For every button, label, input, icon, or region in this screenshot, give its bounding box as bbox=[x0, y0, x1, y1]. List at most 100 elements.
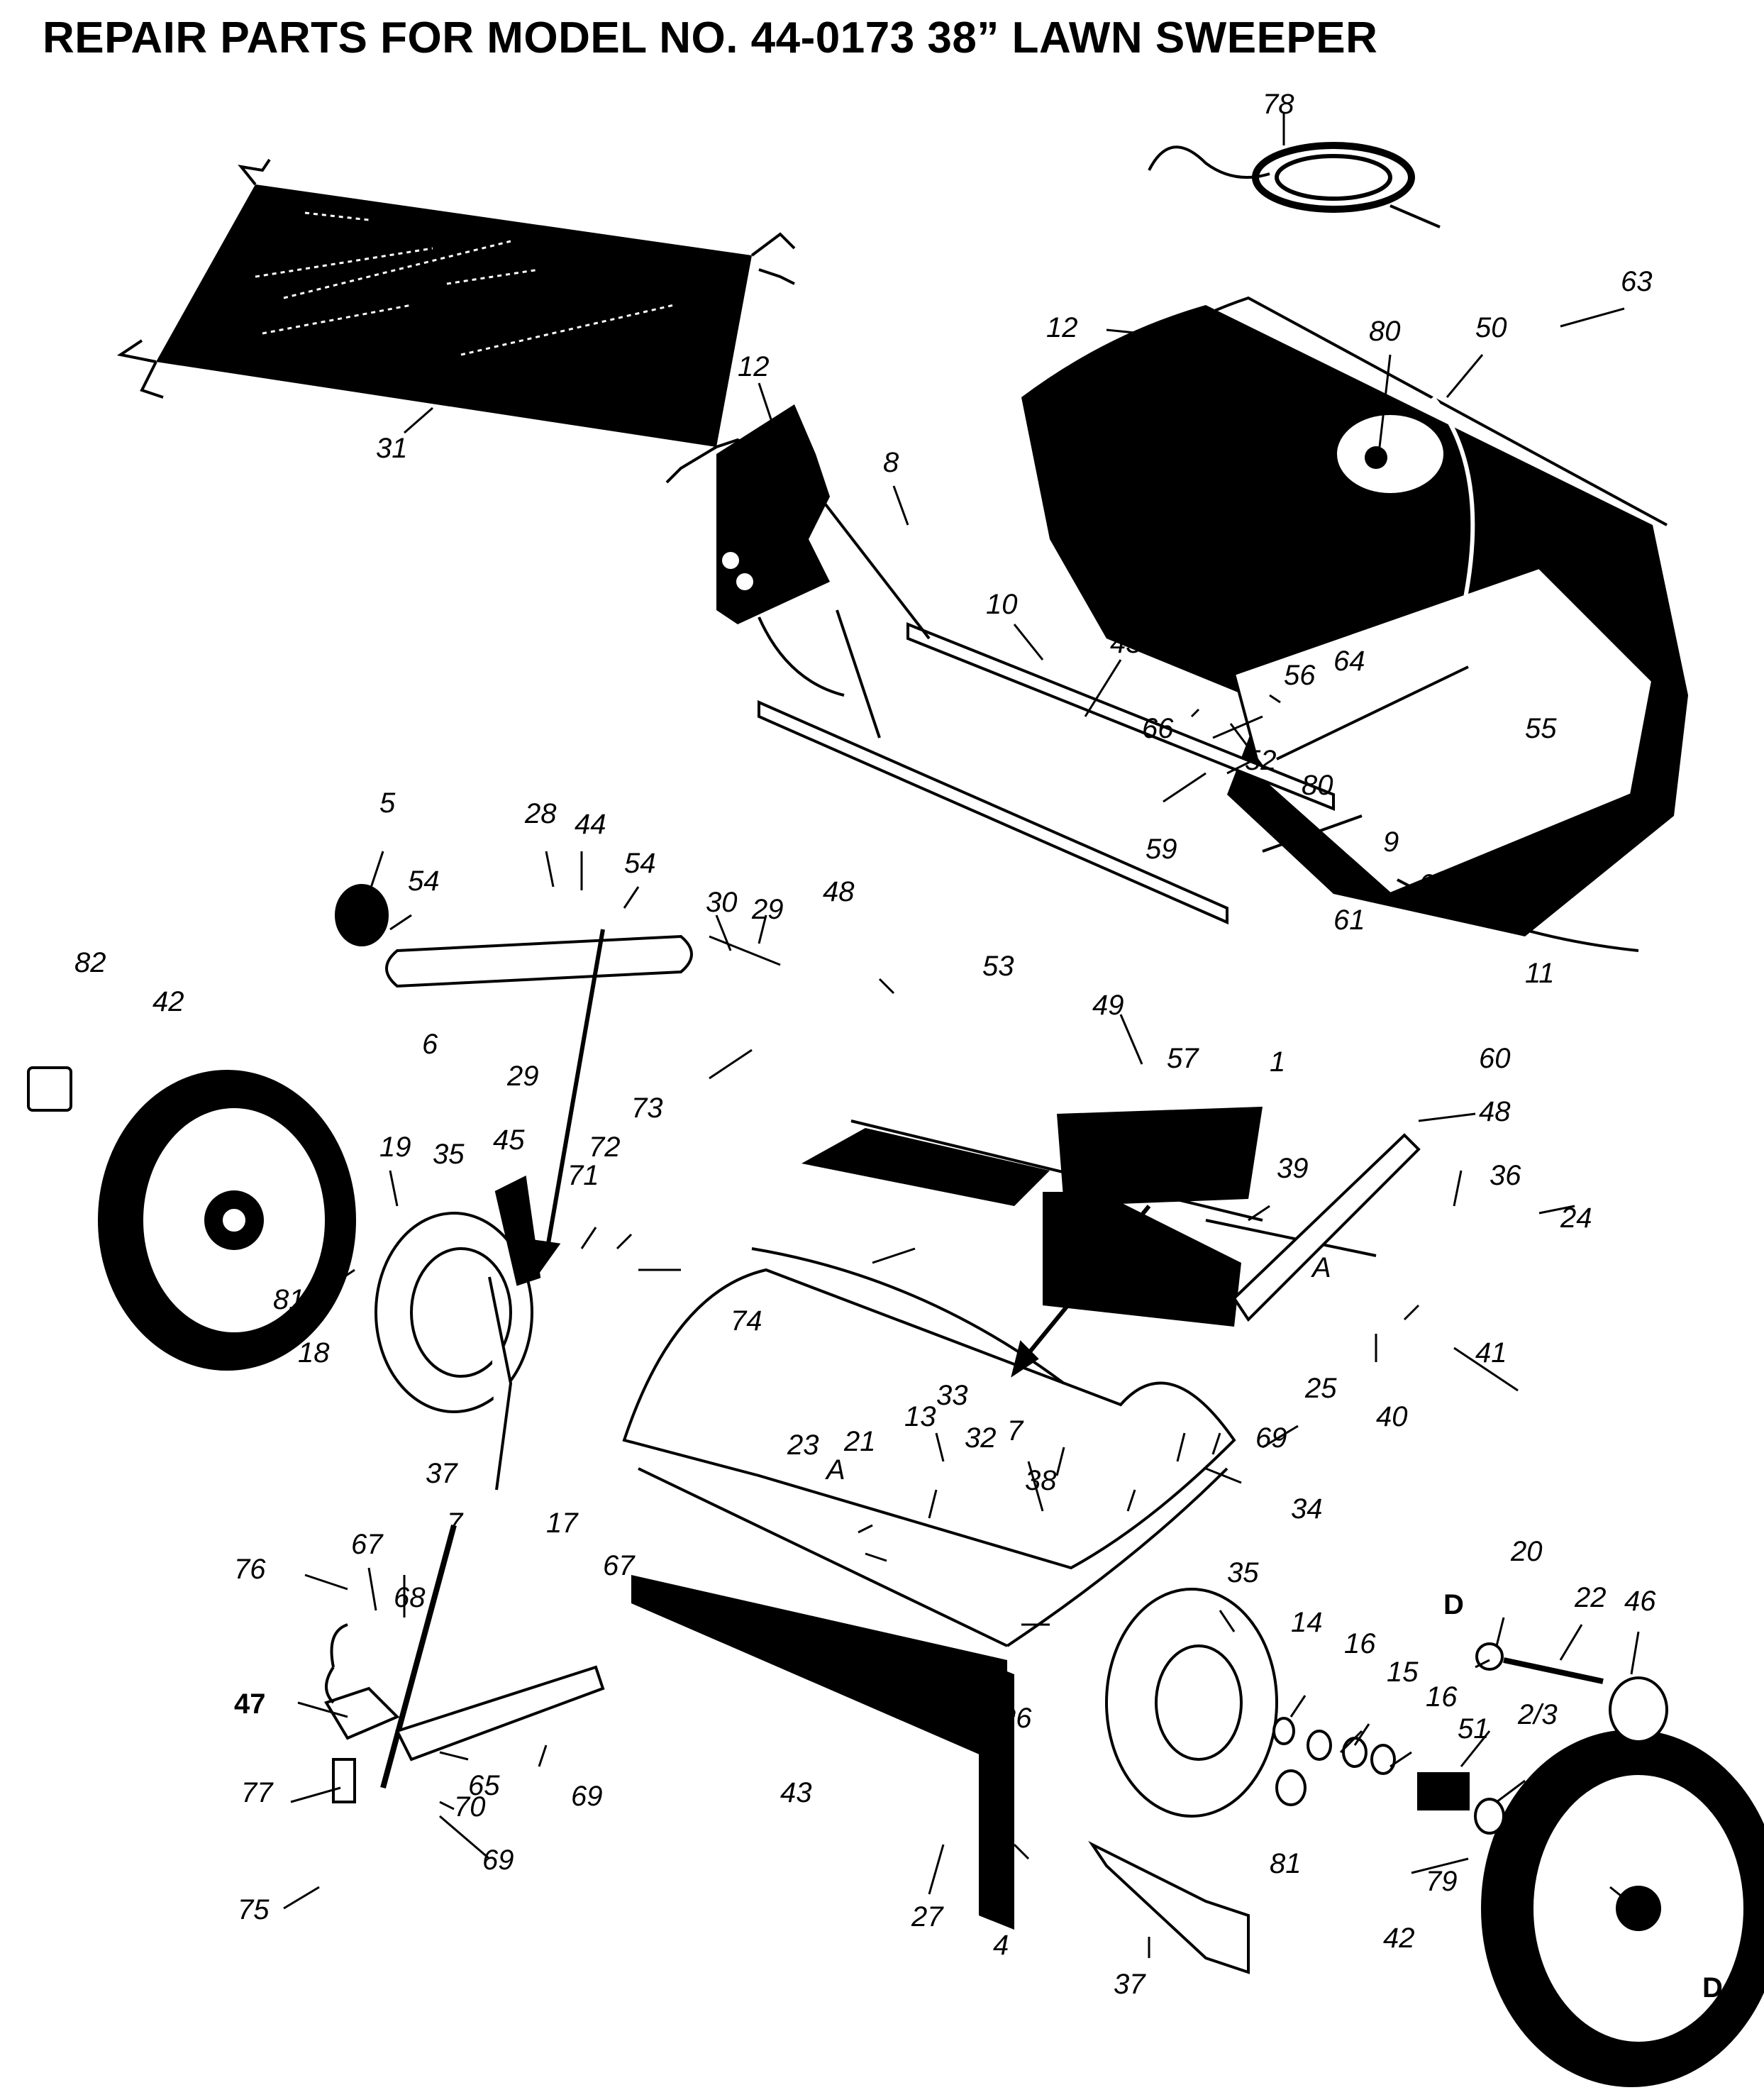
callout-64: 64 bbox=[1419, 869, 1450, 900]
callout-A: A bbox=[1311, 1252, 1331, 1283]
callout-64: 64 bbox=[1333, 646, 1365, 677]
callout-4: 4 bbox=[993, 1930, 1009, 1961]
callout-32: 32 bbox=[965, 1422, 997, 1454]
cap-and-bolt-part bbox=[1475, 1642, 1668, 1743]
callout-66: 66 bbox=[1142, 713, 1174, 744]
callout-A: A bbox=[825, 1454, 845, 1486]
link-part bbox=[1088, 1840, 1250, 1974]
callout-74: 74 bbox=[731, 1305, 762, 1337]
callout-38: 38 bbox=[1025, 1465, 1057, 1496]
callout-52: 52 bbox=[1245, 745, 1277, 776]
callout-65: 65 bbox=[468, 1770, 500, 1801]
callout-7: 7 bbox=[447, 1508, 464, 1539]
callout-labels: 78 63 80 50 12 12 31 8 10 43 62 56 64 66… bbox=[74, 89, 1723, 2003]
side-panel-part bbox=[716, 404, 845, 697]
callout-20: 20 bbox=[1510, 1536, 1543, 1567]
callout-60: 60 bbox=[1479, 1043, 1511, 1074]
callout-9: 9 bbox=[1383, 826, 1399, 858]
cover-sheet-part bbox=[116, 158, 796, 484]
callout-33: 33 bbox=[936, 1380, 968, 1411]
callout-69: 69 bbox=[482, 1845, 514, 1876]
callout-54: 54 bbox=[624, 848, 656, 879]
callout-29: 29 bbox=[751, 894, 784, 925]
callout-69: 69 bbox=[1255, 1422, 1287, 1454]
callout-40: 40 bbox=[1376, 1401, 1408, 1432]
callout-75: 75 bbox=[238, 1894, 270, 1925]
callout-58: 58 bbox=[1475, 869, 1507, 900]
callout-48: 48 bbox=[823, 876, 855, 907]
callout-61: 61 bbox=[1333, 905, 1365, 936]
explode-arrows bbox=[529, 929, 1151, 1378]
callout-63: 63 bbox=[1621, 266, 1653, 297]
callout-71: 71 bbox=[567, 1160, 599, 1191]
callout-62: 62 bbox=[1213, 646, 1245, 677]
callout-12: 12 bbox=[738, 351, 770, 382]
bushing-part bbox=[27, 1066, 72, 1112]
callout-12: 12 bbox=[1046, 312, 1078, 343]
callout-77: 77 bbox=[241, 1777, 274, 1808]
callout-19: 19 bbox=[379, 1132, 411, 1163]
callout-27: 27 bbox=[911, 1901, 944, 1933]
callout-29: 29 bbox=[506, 1061, 539, 1092]
callout-26: 26 bbox=[999, 1703, 1032, 1734]
right-wheel-part bbox=[1481, 1730, 1764, 2087]
hopper-bag-part bbox=[1021, 296, 1688, 952]
callout-79: 79 bbox=[1426, 1866, 1458, 1897]
callout-41: 41 bbox=[1475, 1337, 1507, 1369]
callout-25: 25 bbox=[1304, 1373, 1337, 1404]
callout-80: 80 bbox=[1369, 316, 1401, 347]
callout-76: 76 bbox=[234, 1554, 266, 1585]
callout-15: 15 bbox=[1387, 1657, 1419, 1688]
callout-13: 13 bbox=[904, 1401, 936, 1432]
callout-43: 43 bbox=[1110, 628, 1142, 659]
callout-46: 46 bbox=[1624, 1586, 1656, 1617]
callout-72: 72 bbox=[589, 1132, 621, 1163]
callout-81: 81 bbox=[1270, 1848, 1302, 1879]
callout-37: 37 bbox=[1114, 1969, 1146, 2000]
callout-59: 59 bbox=[1146, 834, 1177, 865]
callout-8: 8 bbox=[883, 447, 899, 478]
callout-50: 50 bbox=[1475, 312, 1507, 343]
callout-24: 24 bbox=[1560, 1202, 1592, 1234]
callout-17: 17 bbox=[546, 1508, 579, 1539]
callout-80: 80 bbox=[1302, 770, 1333, 801]
callout-35: 35 bbox=[433, 1139, 465, 1170]
callout-28: 28 bbox=[524, 798, 557, 829]
callout-16: 16 bbox=[1344, 1628, 1376, 1659]
bracket-part bbox=[324, 1623, 605, 1803]
callout-43: 43 bbox=[780, 1777, 812, 1808]
callout-67: 67 bbox=[351, 1529, 384, 1560]
scraper-part bbox=[631, 1575, 1014, 1930]
callout-35: 35 bbox=[1227, 1557, 1259, 1588]
callout-23: 23 bbox=[787, 1430, 819, 1461]
callout-21: 21 bbox=[843, 1426, 876, 1457]
callout-16: 16 bbox=[1426, 1681, 1458, 1713]
callout-56: 56 bbox=[1284, 660, 1316, 691]
right-hub-part bbox=[1105, 1588, 1278, 1818]
callout-42: 42 bbox=[152, 986, 184, 1017]
callout-57: 57 bbox=[1167, 1043, 1199, 1074]
callout-42: 42 bbox=[1383, 1923, 1415, 1954]
callout-39: 39 bbox=[1277, 1153, 1309, 1184]
callout-44: 44 bbox=[575, 809, 606, 840]
callout-11: 11 bbox=[1525, 958, 1555, 989]
callout-31: 31 bbox=[376, 433, 408, 464]
callout-18: 18 bbox=[298, 1337, 330, 1369]
arm-part bbox=[335, 884, 693, 988]
callout-1: 1 bbox=[1270, 1046, 1285, 1078]
callout-22: 22 bbox=[1574, 1582, 1607, 1613]
callout-D: D bbox=[1702, 1972, 1723, 2003]
callout-81: 81 bbox=[273, 1284, 305, 1315]
callout-70: 70 bbox=[454, 1791, 486, 1823]
callout-14: 14 bbox=[1291, 1607, 1323, 1638]
callout-82: 82 bbox=[74, 947, 106, 978]
frame-bars-part bbox=[758, 481, 1469, 925]
callout-47: 47 bbox=[234, 1688, 266, 1720]
callout-5: 5 bbox=[379, 787, 396, 819]
callout-2-3: 2/3 bbox=[1517, 1699, 1558, 1730]
callout-30: 30 bbox=[706, 887, 738, 918]
callout-73: 73 bbox=[631, 1093, 663, 1124]
callout-55: 55 bbox=[1525, 713, 1557, 744]
callout-6: 6 bbox=[422, 1029, 438, 1060]
